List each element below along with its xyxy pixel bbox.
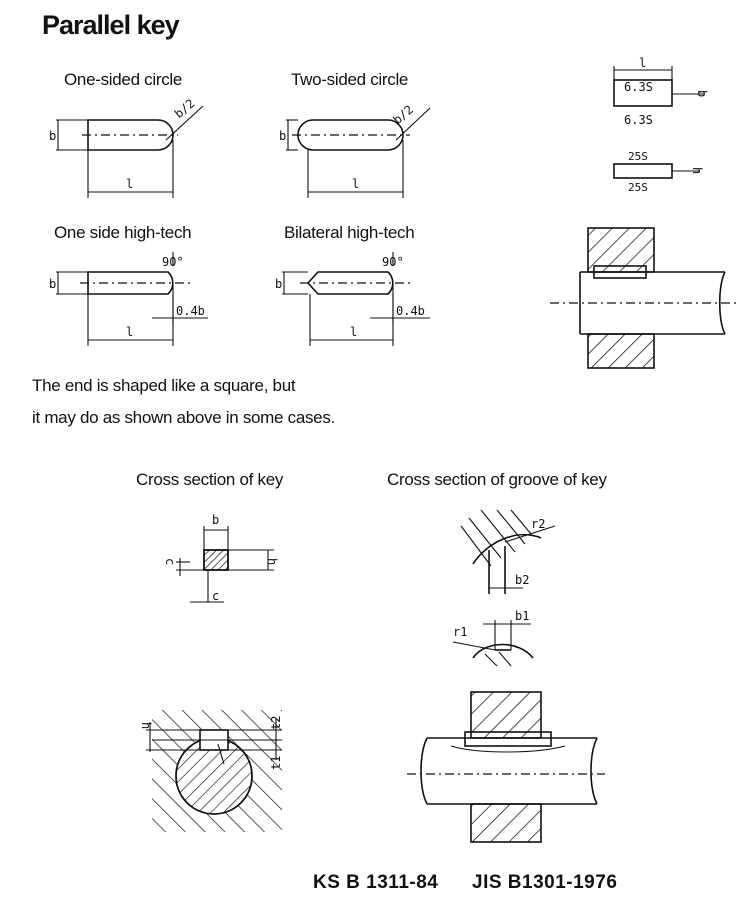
label-cross-section-groove: Cross section of groove of key [387,470,607,489]
shaft-cross-section-drawing: h t2 t1 [139,710,283,832]
dim-b-half: b/2 [390,102,416,127]
dim-angle: 90° [162,255,184,269]
roughness-bottom: 6.3S [624,113,653,127]
roughness-top: 6.3S [624,80,653,94]
shaft-hub-assembly-bottom [407,691,605,843]
dim-b-half: b/2 [172,96,198,121]
key-one-sided-circle-drawing: b l b/2 [49,96,204,198]
dim-l: l [126,325,133,339]
dim-b: b [695,90,709,97]
dim-b1: b1 [515,609,529,623]
dim-b2: b2 [515,573,529,587]
note-line-1: The end is shaped like a square, but [32,376,296,395]
groove-detail-drawing: r2 b2 b1 r1 [452,509,556,667]
label-two-sided-circle: Two-sided circle [291,70,409,89]
dim-c-vertical: c [163,558,177,565]
dim-b: b [49,277,56,291]
label-one-sided-circle: One-sided circle [64,70,183,89]
standard-jis: JIS B1301-1976 [472,872,618,893]
dim-l: l [126,177,133,191]
dim-b: b [49,129,56,143]
key-one-side-high-tech-drawing: b l 90° 0.4b [49,252,208,346]
dim-l: l [352,177,359,191]
dim-h: h [265,558,279,565]
dim-t2: t2 [269,716,283,730]
dim-h: h [139,722,153,729]
key-bilateral-high-tech-drawing: b l 90° 0.4b [275,252,430,346]
dim-chamfer: 0.4b [396,304,425,318]
dim-angle: 90° [382,255,404,269]
dim-r2: r2 [531,517,545,531]
standard-ks: KS B 1311-84 [313,872,439,893]
key-two-sided-circle-drawing: b l b/2 [279,102,431,198]
dim-h: h [690,167,704,174]
dim-t1: t1 [269,756,283,770]
dim-l: l [639,56,646,70]
label-cross-section-key: Cross section of key [136,470,284,489]
dim-c: c [212,589,219,603]
label-one-side-high-tech: One side high-tech [54,223,192,242]
dim-b: b [212,513,219,527]
dim-chamfer: 0.4b [176,304,205,318]
key-roughness-views: l 6.3S 6.3S b 25S 25S h [613,56,709,194]
roughness-side-bottom: 25S [628,181,648,194]
note-line-2: it may do as shown above in some cases. [32,408,335,427]
dim-b: b [275,277,282,291]
roughness-side-top: 25S [628,150,648,163]
dim-b: b [279,129,286,143]
dim-r1: r1 [453,625,467,639]
dim-l: l [350,325,357,339]
label-bilateral-high-tech: Bilateral high-tech [284,223,415,242]
key-cross-section-drawing: b h c c [163,513,279,603]
page-title: Parallel key [42,10,180,40]
shaft-hub-assembly-right [550,227,736,369]
